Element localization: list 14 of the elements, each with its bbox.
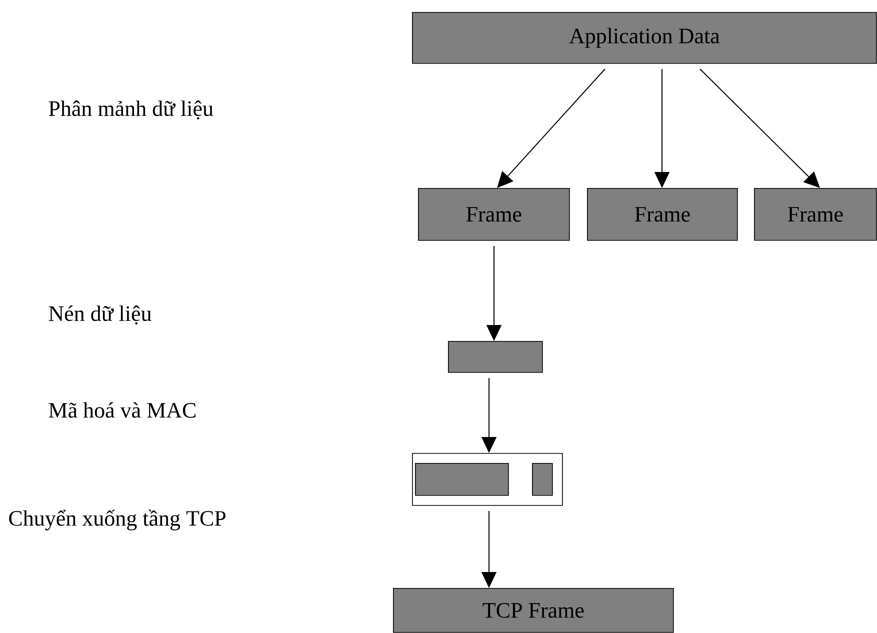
frame-box: Frame xyxy=(754,188,877,241)
data-segment xyxy=(415,463,509,496)
frame-box: Frame xyxy=(587,188,738,241)
arrow xyxy=(497,68,606,188)
step-label: Mã hoá và MAC xyxy=(48,402,196,418)
arrow xyxy=(700,68,820,188)
step-label: Chuyển xuống tầng TCP xyxy=(9,510,226,530)
step-label: Nén dữ liệu xyxy=(48,306,152,324)
data-block xyxy=(448,341,543,373)
frame-box: Frame xyxy=(418,188,570,241)
data-segment xyxy=(532,463,553,496)
frame-box: Application Data xyxy=(412,12,877,64)
frame-box: TCP Frame xyxy=(393,588,674,633)
step-label: Phân mảnh dữ liệu xyxy=(48,100,214,120)
